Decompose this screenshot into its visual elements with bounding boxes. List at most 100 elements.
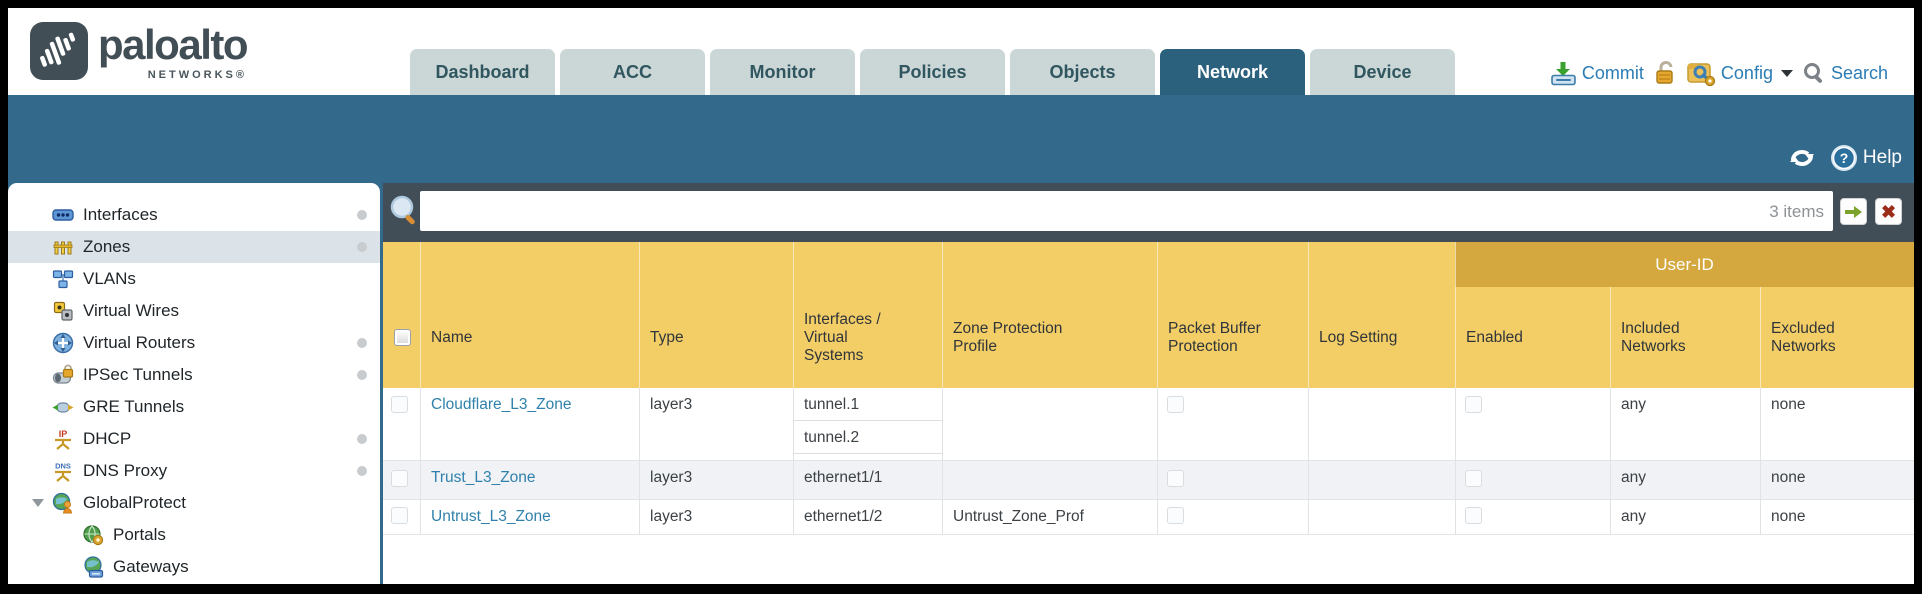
svg-text:?: ? — [1840, 150, 1849, 166]
expander-triangle-icon[interactable] — [32, 499, 44, 507]
config-label: Config — [1720, 62, 1773, 83]
sidebar-item-dhcp[interactable]: IP DHCP — [8, 423, 380, 455]
table-row[interactable]: Trust_L3_Zone layer3 ethernet1/1 any non… — [383, 461, 1914, 500]
search-button[interactable]: Search — [1802, 61, 1888, 85]
gre-tunnels-icon — [52, 402, 74, 413]
sidebar-item-gateways[interactable]: Gateways — [8, 551, 380, 583]
user-id-enabled-checkbox[interactable] — [1465, 396, 1482, 413]
column-separator — [1455, 388, 1456, 535]
sidebar-item-portals[interactable]: Portals — [8, 519, 380, 551]
column-separator — [793, 388, 794, 535]
apply-filter-button[interactable] — [1840, 198, 1867, 225]
log-setting-cell — [1308, 500, 1455, 508]
column-header-log-setting[interactable]: Log Setting — [1319, 328, 1398, 346]
zone-name-cell: Trust_L3_Zone — [420, 461, 639, 487]
sidebar-item-gre-tunnels[interactable]: GRE Tunnels — [8, 391, 380, 423]
sidebar-item-label: Interfaces — [83, 205, 158, 224]
column-separator — [420, 388, 421, 535]
tab-policies[interactable]: Policies — [860, 49, 1005, 95]
header-separator — [1455, 242, 1456, 388]
sidebar-item-dns-proxy[interactable]: DNS DNS Proxy — [8, 455, 380, 487]
column-header-packet-buffer-protection[interactable]: Packet Buffer Protection — [1168, 319, 1261, 355]
help-icon: ? — [1830, 145, 1857, 171]
row-checkbox[interactable] — [391, 470, 408, 487]
select-all-checkbox[interactable] — [394, 329, 411, 346]
zone-name-link[interactable]: Trust_L3_Zone — [431, 469, 536, 486]
main-nav-tabs: Dashboard ACC Monitor Policies Objects N… — [410, 49, 1455, 95]
packet-buffer-protection-checkbox[interactable] — [1167, 470, 1184, 487]
status-dot — [357, 338, 367, 348]
config-menu[interactable]: Config — [1686, 59, 1793, 87]
excluded-networks-cell: none — [1771, 508, 1806, 525]
globalprotect-icon — [52, 492, 73, 514]
excluded-networks-cell: none — [1771, 469, 1806, 486]
status-dot — [357, 434, 367, 444]
sidebar-item-label: GlobalProtect — [83, 493, 186, 512]
green-arrow-icon — [1845, 205, 1862, 218]
header-separator — [942, 242, 943, 388]
header-separator — [1308, 242, 1309, 388]
virtual-routers-icon — [52, 332, 74, 354]
sidebar-item-vlans[interactable]: VLANs — [8, 263, 380, 295]
column-header-interfaces[interactable]: Interfaces / Virtual Systems — [804, 310, 881, 364]
help-label: Help — [1862, 147, 1902, 168]
sidebar-item-ipsec-tunnels[interactable]: IPSec Tunnels — [8, 359, 380, 391]
column-header-excluded-networks[interactable]: Excluded Networks — [1771, 319, 1836, 355]
portals-icon — [83, 525, 104, 546]
zone-name-link[interactable]: Cloudflare_L3_Zone — [431, 396, 572, 413]
commit-label: Commit — [1581, 62, 1644, 83]
tab-acc[interactable]: ACC — [560, 49, 705, 95]
column-separator — [1308, 388, 1309, 535]
column-separator — [1760, 388, 1761, 535]
packet-buffer-protection-checkbox[interactable] — [1167, 396, 1184, 413]
table-row[interactable]: Cloudflare_L3_Zone layer3 tunnel.1 tunne… — [383, 388, 1914, 461]
packet-buffer-protection-checkbox[interactable] — [1167, 507, 1184, 524]
dns-proxy-icon: DNS — [55, 462, 71, 482]
brand-subtitle: NETWORKS® — [147, 69, 248, 81]
filter-search-input[interactable] — [420, 191, 1833, 231]
column-header-enabled[interactable]: Enabled — [1466, 328, 1523, 346]
paloalto-logo: paloalto NETWORKS® — [30, 22, 249, 81]
refresh-icon[interactable] — [1787, 144, 1817, 172]
column-header-included-networks[interactable]: Included Networks — [1621, 319, 1686, 355]
user-id-enabled-checkbox[interactable] — [1465, 507, 1482, 524]
row-checkbox[interactable] — [391, 507, 408, 524]
header-separator — [1157, 242, 1158, 388]
config-icon — [1687, 63, 1716, 87]
column-separator — [942, 388, 943, 535]
sidebar-item-label: DHCP — [83, 429, 132, 448]
search-label: Search — [1830, 62, 1888, 83]
status-dot — [357, 466, 367, 476]
tab-dashboard[interactable]: Dashboard — [410, 49, 555, 95]
commit-button[interactable]: Commit — [1550, 60, 1644, 87]
zone-interfaces-cell: ethernet1/2 — [804, 508, 883, 525]
log-setting-cell — [1308, 388, 1455, 396]
included-networks-cell: any — [1621, 508, 1646, 525]
sidebar-item-globalprotect[interactable]: GlobalProtect — [8, 487, 380, 519]
sidebar-item-virtual-routers[interactable]: Virtual Routers — [8, 327, 380, 359]
virtual-wires-icon — [53, 301, 73, 321]
lock-icon[interactable] — [1653, 60, 1677, 87]
zone-name-link[interactable]: Untrust_L3_Zone — [431, 508, 551, 525]
column-header-name[interactable]: Name — [431, 328, 473, 346]
row-checkbox[interactable] — [391, 396, 408, 413]
zone-protection-profile-cell — [942, 388, 1157, 396]
help-button[interactable]: ? Help — [1830, 144, 1902, 172]
tab-network[interactable]: Network — [1160, 49, 1305, 95]
tab-monitor[interactable]: Monitor — [710, 49, 855, 95]
user-id-enabled-checkbox[interactable] — [1465, 470, 1482, 487]
column-header-type[interactable]: Type — [650, 328, 684, 346]
zones-content: 3 items ✖ User-ID Name Type Interfaces /… — [383, 183, 1914, 584]
sidebar-item-interfaces[interactable]: Interfaces — [8, 199, 380, 231]
clear-filter-button[interactable]: ✖ — [1875, 198, 1902, 225]
zone-name-cell: Cloudflare_L3_Zone — [420, 388, 639, 414]
top-bar: paloalto NETWORKS® Dashboard ACC Monitor… — [8, 8, 1914, 95]
sidebar-item-virtual-wires[interactable]: Virtual Wires — [8, 295, 380, 327]
table-row[interactable]: Untrust_L3_Zone layer3 ethernet1/2 Untru… — [383, 500, 1914, 535]
sidebar-item-zones[interactable]: Zones — [8, 231, 380, 263]
column-header-zone-protection-profile[interactable]: Zone Protection Profile — [953, 319, 1063, 355]
tab-objects[interactable]: Objects — [1010, 49, 1155, 95]
app-window: paloalto NETWORKS® Dashboard ACC Monitor… — [8, 8, 1914, 584]
tab-device[interactable]: Device — [1310, 49, 1455, 95]
interface-entry: tunnel.2 — [793, 421, 942, 454]
